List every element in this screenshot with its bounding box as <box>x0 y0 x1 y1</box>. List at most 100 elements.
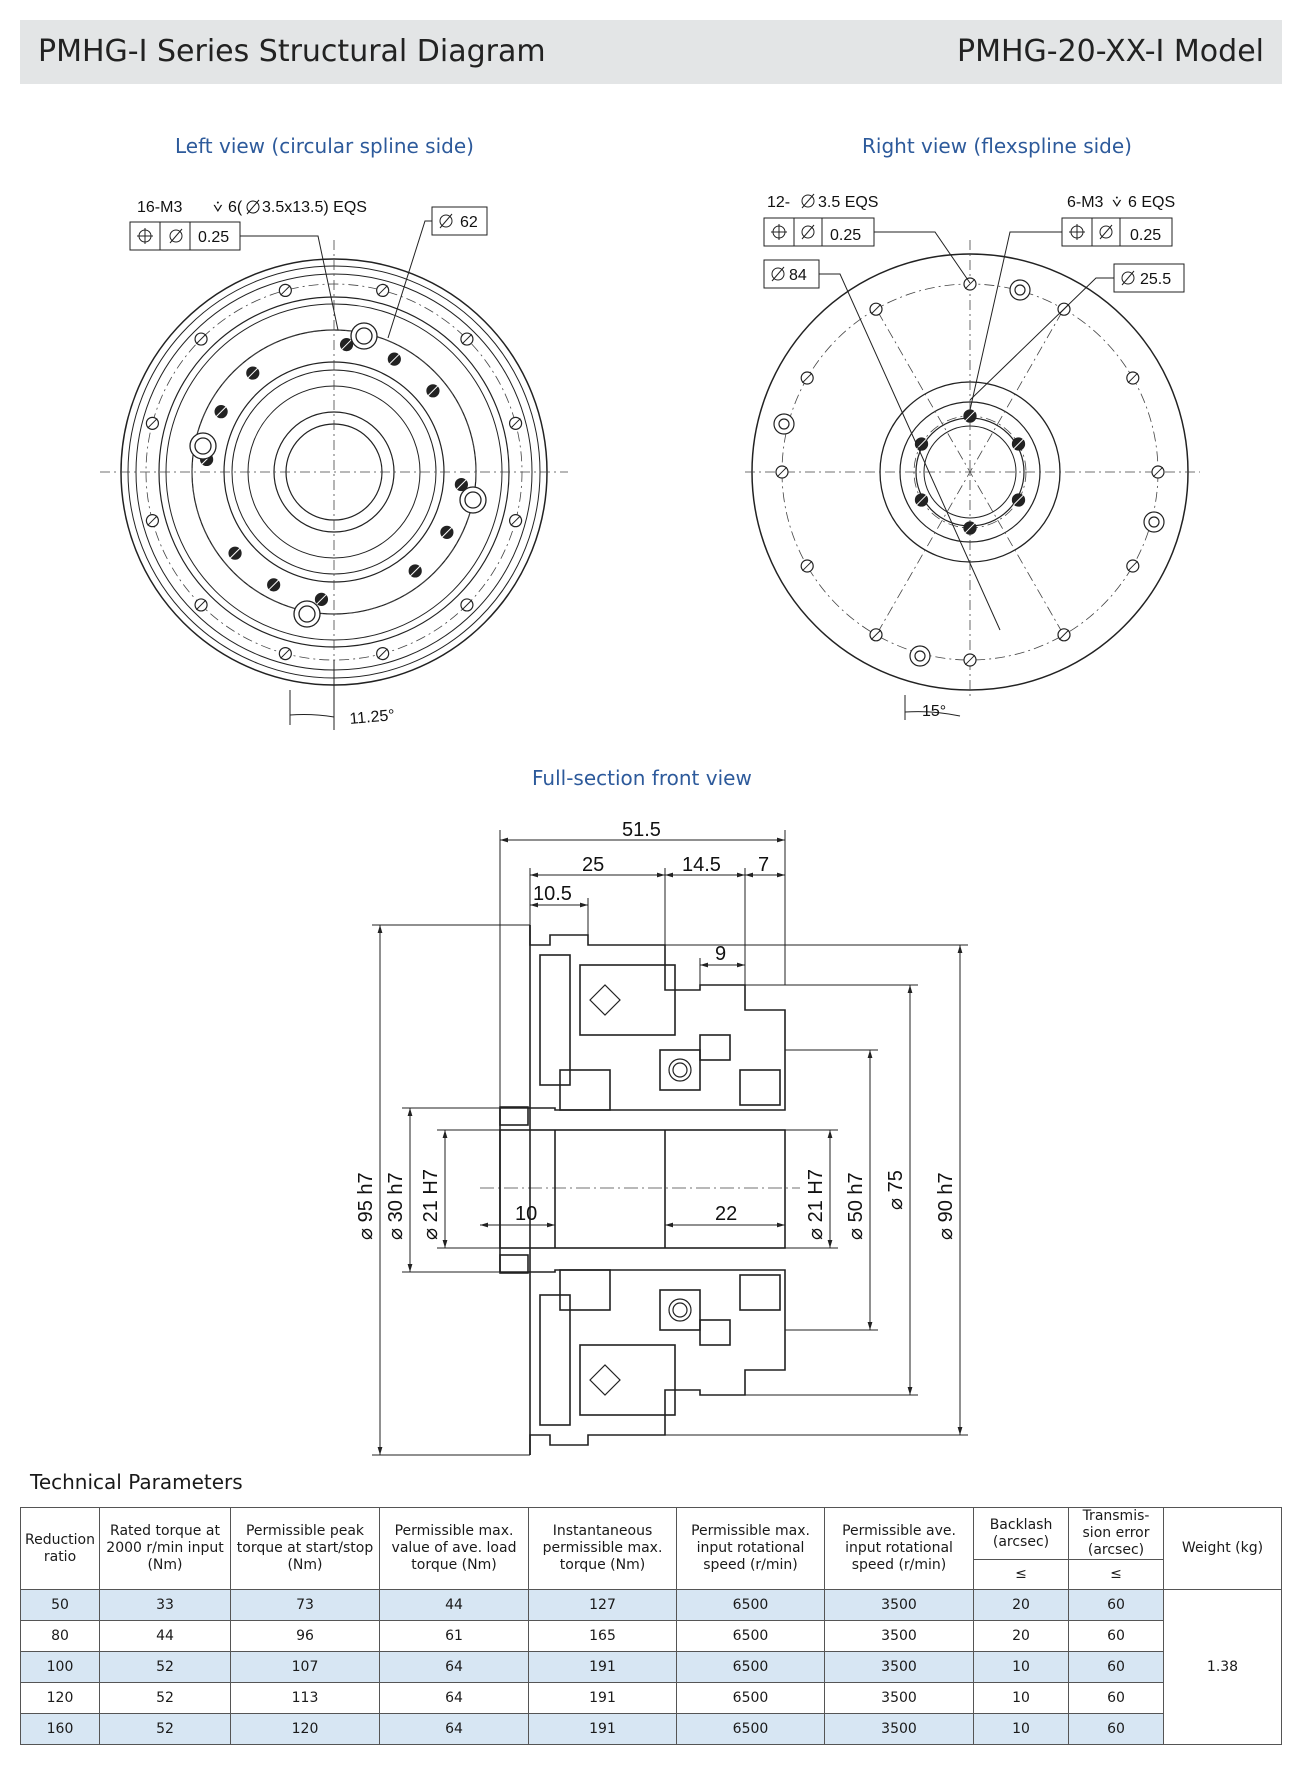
bolt-hole-mark <box>280 285 291 296</box>
col-peak: Permissible peak torque at start/stop (N… <box>230 1507 380 1590</box>
cell: 6500 <box>676 1682 825 1714</box>
dim-7: 7 <box>758 854 769 876</box>
cell: 100 <box>20 1651 100 1683</box>
right-view-drawing: 12- 3.5 EQS 0.25 6-M3 ⩒ 6 EQS 0.25 84 25… <box>745 193 1200 720</box>
bolt-hole-mark <box>147 418 158 429</box>
col-max-speed: Permissible max. input rotational speed … <box>676 1507 825 1590</box>
lv-angle: 11.25° <box>349 707 396 728</box>
bolt-hole-mark <box>461 333 473 345</box>
dim-dia-75: ⌀ 75 <box>885 1170 907 1210</box>
bolt-hole-mark <box>964 654 976 666</box>
cell: 64 <box>379 1651 529 1683</box>
cell: 191 <box>528 1682 677 1714</box>
cell: 6500 <box>676 1651 825 1683</box>
cell: 52 <box>99 1713 231 1745</box>
col-rated: Rated torque at 2000 r/min input (Nm) <box>99 1507 231 1590</box>
cell: 20 <box>973 1620 1069 1652</box>
bolt-hole-mark <box>870 304 882 315</box>
bolt-hole-mark <box>776 466 788 478</box>
col-avg-speed: Permissible ave. input rotational speed … <box>824 1507 974 1590</box>
bolt-hole-mark <box>802 372 813 384</box>
dim-dia-50: ⌀ 50 h7 <box>845 1172 867 1240</box>
lv-hole-callout-dia: 3.5x13.5) EQS <box>262 199 367 216</box>
cell: 127 <box>528 1589 677 1621</box>
dim-9: 9 <box>715 943 726 965</box>
table-row: 120 52 113 64 191 6500 3500 10 60 <box>20 1682 1282 1714</box>
bolt-hole-mark <box>461 599 473 611</box>
front-section-drawing: 51.5 25 14.5 7 10.5 9 10 22 ⌀ 95 h7 ⌀ 30… <box>355 819 968 1456</box>
cell: 3500 <box>824 1589 974 1621</box>
lv-dia-62: 62 <box>460 214 478 231</box>
cell: 64 <box>379 1682 529 1714</box>
dim-dia-90: ⌀ 90 h7 <box>935 1172 957 1240</box>
dim-51-5: 51.5 <box>622 819 661 841</box>
bolt-hole-mark <box>195 599 207 611</box>
cell: 52 <box>99 1682 231 1714</box>
table-row: 80 44 96 61 165 6500 3500 20 60 <box>20 1620 1282 1652</box>
bolt-hole-mark <box>1127 560 1138 572</box>
bolt-hole-mark <box>916 494 927 506</box>
bolt-hole-mark <box>229 548 241 559</box>
cell: 10 <box>973 1713 1069 1745</box>
cell: 61 <box>379 1620 529 1652</box>
cell: 60 <box>1068 1589 1164 1621</box>
cell: 96 <box>230 1620 380 1652</box>
header-bar: PMHG-I Series Structural Diagram PMHG-20… <box>20 20 1282 84</box>
bolt-hole-mark <box>456 479 467 490</box>
col-inst: Instantaneous permissible max. torque (N… <box>528 1507 677 1590</box>
bolt-hole-mark <box>215 406 227 417</box>
bolt-hole-mark <box>964 522 976 534</box>
right-view-title: Right view (flexspline side) <box>862 134 1132 158</box>
dim-dia-21-right: ⌀ 21 H7 <box>805 1169 827 1240</box>
lv-hole-callout-tail: 6( <box>228 199 243 216</box>
dim-dia-30: ⌀ 30 h7 <box>385 1172 407 1240</box>
rv-tolerance-a: 0.25 <box>830 227 861 244</box>
col-backlash: Backlash (arcsec) <box>973 1507 1069 1560</box>
bolt-hole-mark <box>964 410 976 422</box>
bolt-hole-mark <box>341 339 352 350</box>
bolt-hole-mark <box>1013 494 1024 506</box>
cell: 3500 <box>824 1651 974 1683</box>
bolt-hole-mark <box>195 333 207 345</box>
tech-params-title: Technical Parameters <box>30 1470 243 1494</box>
cell: 44 <box>379 1589 529 1621</box>
table-row: 160 52 120 64 191 6500 3500 10 60 <box>20 1713 1282 1745</box>
tech-params-table: Reduction ratio Rated torque at 2000 r/m… <box>20 1507 1282 1745</box>
bolt-hole-mark <box>377 285 388 296</box>
col-trans: Transmis-sion error (arcsec) <box>1068 1507 1164 1560</box>
dim-dia-21-left: ⌀ 21 H7 <box>420 1169 442 1240</box>
page-title: PMHG-I Series Structural Diagram <box>38 34 546 69</box>
cell: 3500 <box>824 1682 974 1714</box>
table-row: 100 52 107 64 191 6500 3500 10 60 <box>20 1651 1282 1683</box>
cell: 191 <box>528 1651 677 1683</box>
rv-dia-84: 84 <box>789 267 807 284</box>
cell: 191 <box>528 1713 677 1745</box>
bolt-hole-mark <box>247 367 258 379</box>
bolt-hole-mark <box>377 648 388 659</box>
weight-value: 1.38 <box>1163 1589 1282 1745</box>
trans-le: ≤ <box>1068 1559 1164 1590</box>
cell: 60 <box>1068 1682 1164 1714</box>
cell: 6500 <box>676 1620 825 1652</box>
bolt-hole-mark <box>147 515 158 526</box>
cell: 33 <box>99 1589 231 1621</box>
cell: 60 <box>1068 1620 1164 1652</box>
cell: 3500 <box>824 1713 974 1745</box>
cell: 80 <box>20 1620 100 1652</box>
cell: 107 <box>230 1651 380 1683</box>
bolt-hole-mark <box>510 418 521 429</box>
cell: 160 <box>20 1713 100 1745</box>
cell: 120 <box>20 1682 100 1714</box>
bolt-hole-mark <box>1058 629 1070 640</box>
lv-hole-callout: 16-M3 <box>137 199 182 216</box>
rv-hole-callout: 12- <box>767 194 790 211</box>
cell: 20 <box>973 1589 1069 1621</box>
dim-dia-95: ⌀ 95 h7 <box>355 1172 377 1240</box>
bolt-hole-mark <box>441 527 453 538</box>
cell: 165 <box>528 1620 677 1652</box>
dim-25: 25 <box>582 854 604 876</box>
bolt-hole-mark <box>410 565 421 577</box>
cell: 60 <box>1068 1651 1164 1683</box>
left-view-drawing: 16-M3 ⩒ 6( 3.5x13.5) EQS 0.25 62 11.25° <box>100 199 568 730</box>
bolt-hole-mark <box>316 594 327 605</box>
